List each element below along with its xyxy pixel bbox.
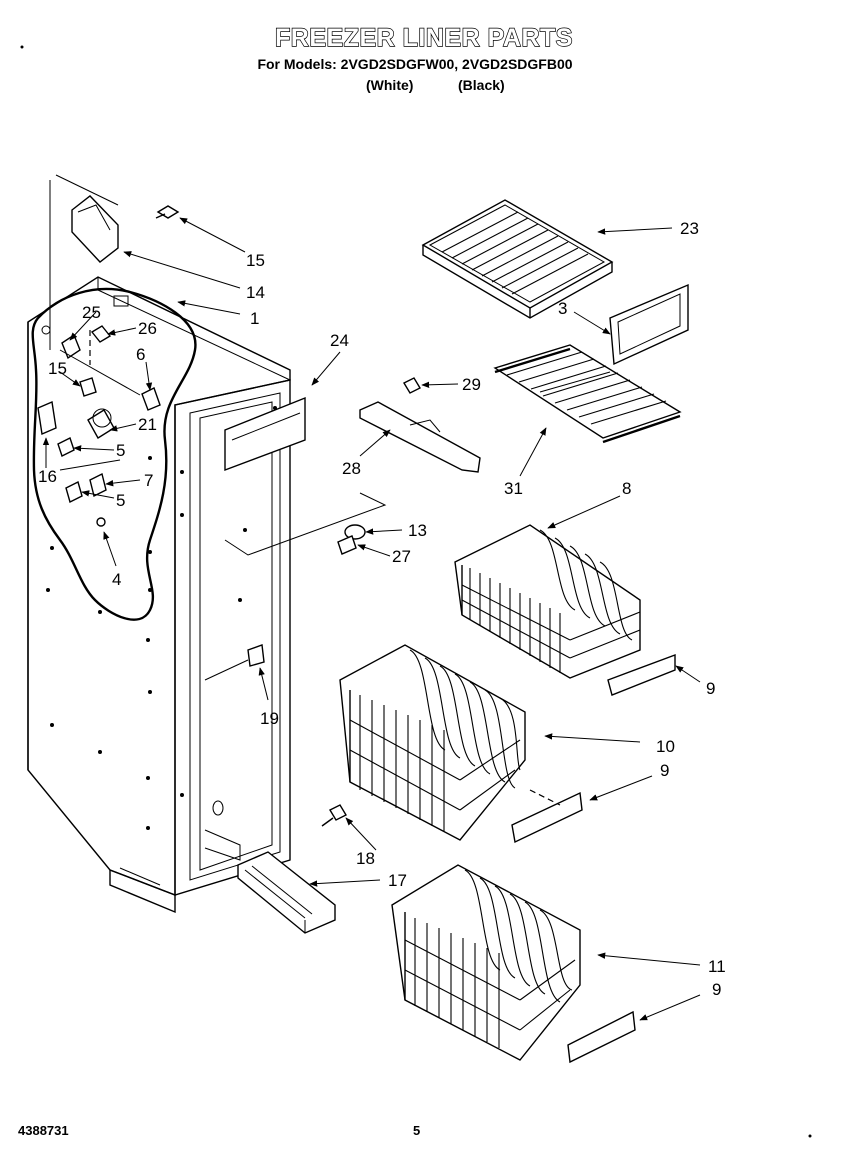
part-3-frame <box>609 283 689 366</box>
color-black-label: (Black) <box>458 77 505 93</box>
part-29-screw <box>403 377 421 394</box>
callout-9-middle: 9 <box>660 761 669 780</box>
models-line: For Models: 2VGD2SDGFW00, 2VGD2SDGFB00 <box>257 56 573 72</box>
callout-28: 28 <box>342 459 361 478</box>
page-number: 5 <box>413 1123 421 1138</box>
callout-1: 1 <box>250 309 259 328</box>
part-8-basket <box>454 524 641 679</box>
callout-13: 13 <box>408 521 427 540</box>
part-9-front-b <box>511 789 583 844</box>
part-19-switch <box>247 644 265 667</box>
callout-5-lower: 5 <box>116 491 125 510</box>
part-9-front-c <box>567 1010 636 1064</box>
part-24-trim <box>224 396 306 472</box>
part-17-grille <box>237 851 336 934</box>
callout-9-top: 9 <box>706 679 715 698</box>
part-23-shelf <box>421 199 614 319</box>
callout-26: 26 <box>138 319 157 338</box>
callout-10: 10 <box>656 737 675 756</box>
callout-23: 23 <box>680 219 699 238</box>
callout-8: 8 <box>622 479 631 498</box>
callout-9-bottom: 9 <box>712 980 721 999</box>
callout-14: 14 <box>246 283 265 302</box>
part-14-bracket <box>49 174 119 350</box>
part-15-screw-top <box>155 205 180 219</box>
control-components <box>37 295 161 527</box>
doc-number: 4388731 <box>18 1123 69 1138</box>
callout-31: 31 <box>504 479 523 498</box>
callout-24: 24 <box>330 331 349 350</box>
color-white-label: (White) <box>366 77 414 93</box>
callout-16: 16 <box>38 467 57 486</box>
page-title: FREEZER LINER PARTS <box>274 23 573 52</box>
callout-17: 17 <box>388 871 407 890</box>
part-11-basket <box>391 864 581 1061</box>
part-10-basket <box>339 644 526 841</box>
part-13-socket <box>337 524 366 555</box>
part-31-wire-shelf <box>493 344 682 444</box>
callout-25: 25 <box>82 303 101 322</box>
callout-27: 27 <box>392 547 411 566</box>
callout-6: 6 <box>136 345 145 364</box>
callout-21: 21 <box>138 415 157 434</box>
callout-11: 11 <box>708 957 726 976</box>
part-9-front-a <box>607 653 676 696</box>
part-18-screw <box>321 804 347 827</box>
callout-15-side: 15 <box>48 359 67 378</box>
callout-18: 18 <box>356 849 375 868</box>
freezer-liner <box>27 276 387 914</box>
callout-3: 3 <box>558 299 567 318</box>
callout-5-upper: 5 <box>116 441 125 460</box>
callout-7: 7 <box>144 471 153 490</box>
callout-29: 29 <box>462 375 481 394</box>
part-28-rail <box>359 401 481 473</box>
callout-labels: 23 3 15 14 1 25 26 24 6 15 29 21 5 28 31… <box>38 219 726 999</box>
callout-15-top: 15 <box>246 251 265 270</box>
callout-19: 19 <box>260 709 279 728</box>
callout-4: 4 <box>112 570 121 589</box>
leader-lines <box>42 217 701 1021</box>
